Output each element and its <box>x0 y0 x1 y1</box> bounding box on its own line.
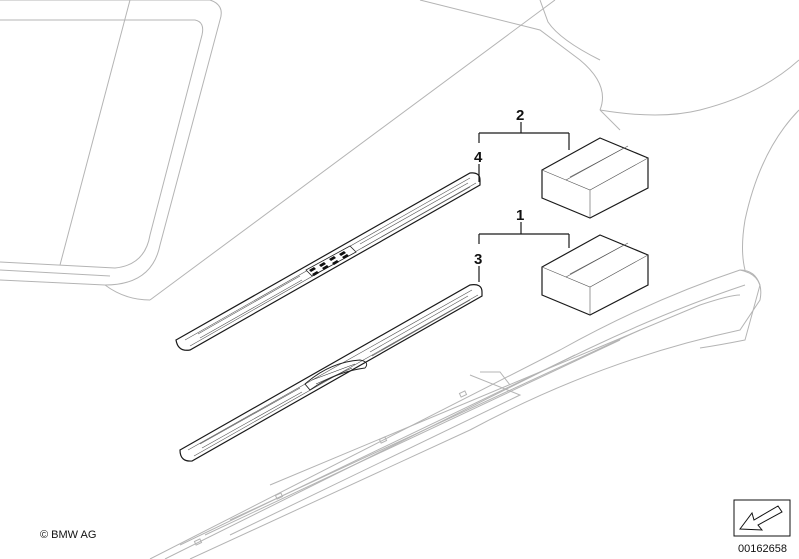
car-body-outline <box>0 0 799 301</box>
entrance-strip-part-3 <box>179 284 483 462</box>
checkered-flag-icon <box>305 245 357 277</box>
leader-lines <box>478 122 570 282</box>
callout-4: 4 <box>474 149 483 166</box>
emblem-icon <box>304 359 368 391</box>
entrance-strip-part-4 <box>175 172 481 351</box>
callout-3: 3 <box>474 251 482 268</box>
callout-1: 1 <box>516 207 524 224</box>
diagram-number: 00162658 <box>738 543 787 555</box>
box-part-1 <box>541 234 649 316</box>
copyright-text: © BMW AG <box>40 529 96 541</box>
box-part-2 <box>541 137 649 219</box>
callout-2: 2 <box>516 107 524 124</box>
side-sill <box>149 269 762 559</box>
direction-arrow-icon <box>733 499 791 537</box>
